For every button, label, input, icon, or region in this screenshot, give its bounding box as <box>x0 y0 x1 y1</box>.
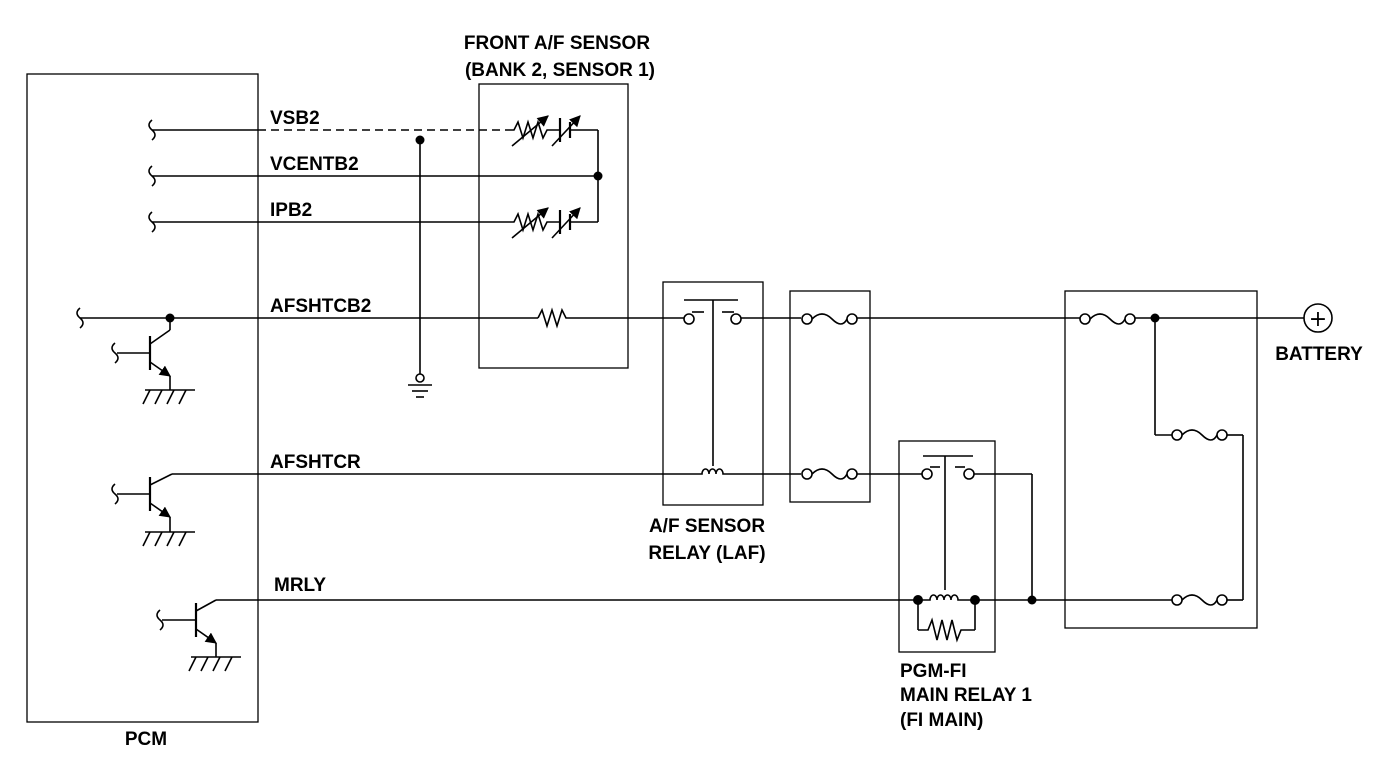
battery-plus-symbol: + <box>1309 307 1327 332</box>
laf-relay-coil <box>696 468 730 475</box>
junction-dot <box>1150 313 1160 323</box>
fi-main-relay-subtitle: MAIN RELAY 1 <box>900 685 1032 706</box>
pcm-box <box>26 73 259 723</box>
fuse <box>1171 429 1228 441</box>
laf-relay-subtitle: RELAY (LAF) <box>648 543 765 564</box>
fuse <box>1171 594 1228 606</box>
junction-dot <box>913 595 923 605</box>
laf-relay-switch <box>683 299 742 466</box>
signal-label-afshtcr: AFSHTCR <box>270 452 361 473</box>
pcm-label: PCM <box>125 729 167 750</box>
fi-main-relay-coil <box>917 594 976 643</box>
signal-wires <box>80 129 918 601</box>
transistor-mrly <box>162 599 241 672</box>
signal-label-ipb2: IPB2 <box>270 200 312 221</box>
fi-main-relay-title: PGM-FI <box>900 661 967 682</box>
laf-relay-box <box>662 281 764 506</box>
laf-relay-title: A/F SENSOR <box>649 516 765 537</box>
fuse <box>801 313 858 325</box>
battery-label: BATTERY <box>1275 344 1363 365</box>
fi-main-relay-switch <box>921 455 975 590</box>
shield-ground-symbol <box>408 373 432 398</box>
junction-dot <box>165 313 175 323</box>
af-sensor-subtitle: (BANK 2, SENSOR 1) <box>465 60 655 81</box>
sensor-cell-upper <box>508 115 598 147</box>
junction-dot <box>593 171 603 181</box>
fuse <box>1079 313 1136 325</box>
fuse-box-middle <box>789 290 871 503</box>
fuse-box-right <box>1064 290 1258 629</box>
af-sensor-title: FRONT A/F SENSOR <box>464 33 650 54</box>
pcm-connector-marks <box>76 119 164 631</box>
heater-resistor <box>537 307 568 329</box>
transistor-afshtcb2 <box>117 319 195 405</box>
signal-label-vsb2: VSB2 <box>270 108 320 129</box>
junction-dot <box>1027 595 1037 605</box>
fi-main-relay-code: (FI MAIN) <box>900 710 983 731</box>
signal-label-vcentb2: VCENTB2 <box>270 154 359 175</box>
fi-main-relay-box <box>898 440 996 653</box>
signal-label-mrly: MRLY <box>274 575 326 596</box>
signal-label-afshtcb2: AFSHTCB2 <box>270 296 371 317</box>
sensor-cell-lower <box>508 207 598 239</box>
transistor-afshtcr <box>117 473 195 547</box>
fuse <box>801 468 858 480</box>
battery-terminal-icon <box>1303 303 1333 333</box>
junction-dot <box>415 135 425 145</box>
af-sensor-box <box>478 83 629 369</box>
